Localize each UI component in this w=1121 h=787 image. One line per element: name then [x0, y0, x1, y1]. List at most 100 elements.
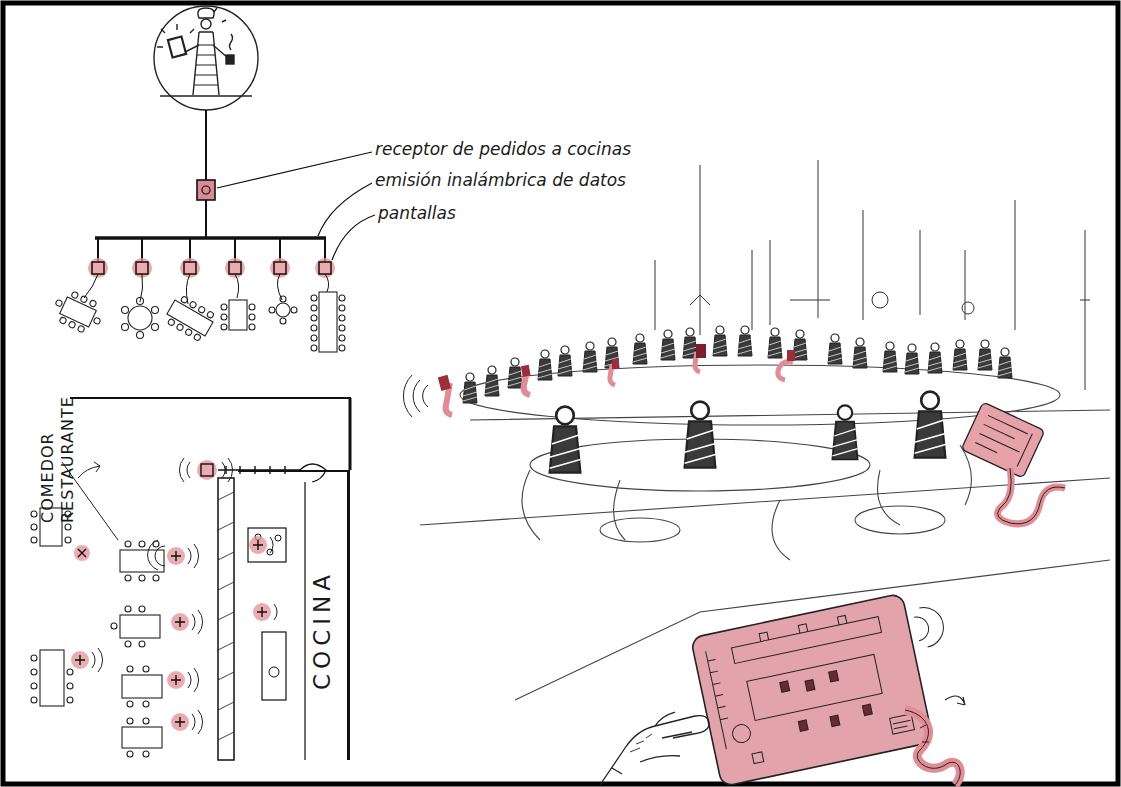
- table-symbol: [167, 300, 213, 336]
- frame-border: [3, 3, 1118, 784]
- dining-table: [122, 675, 162, 698]
- table-symbol: [152, 324, 159, 331]
- dining-table: [78, 462, 100, 478]
- diner-figure: [828, 334, 842, 364]
- tablet-device: [893, 720, 912, 729]
- chef-figure: [160, 95, 252, 96]
- pendant-lamp: [655, 160, 1085, 390]
- floor-plan-wall: [275, 535, 281, 541]
- table-symbol: [311, 315, 317, 321]
- table-symbol: [189, 301, 197, 309]
- floor-plan-wall: [300, 464, 326, 482]
- diner-figure: [661, 330, 675, 360]
- dining-table: [31, 669, 37, 675]
- table-symbol: [221, 314, 227, 320]
- table-symbol: [122, 307, 129, 314]
- callout-note: pantallas: [378, 203, 578, 223]
- receiver-box: [197, 180, 215, 200]
- dining-table: [143, 751, 149, 757]
- callout-note: emisión inalámbrica de datos: [375, 170, 695, 190]
- scene-screen: [610, 359, 619, 385]
- table-symbol: [60, 297, 97, 327]
- scene-screen: [778, 350, 795, 380]
- dining-table: [111, 623, 117, 629]
- table-symbol: [339, 315, 345, 321]
- dining-table: [127, 666, 133, 672]
- dining-table: [139, 641, 145, 647]
- dining-table: [855, 506, 945, 534]
- scene-screen: [787, 350, 795, 361]
- dining-table: [31, 524, 37, 530]
- network-tree: [95, 110, 326, 262]
- table-symbol: [339, 345, 345, 351]
- dining-table: [143, 701, 149, 707]
- diner-figure: [883, 342, 897, 372]
- dining-table: [31, 697, 37, 703]
- hand-sketch: [600, 712, 709, 785]
- wireless-wave: [92, 540, 165, 672]
- table-symbol: [193, 333, 201, 341]
- network-tree: [205, 110, 207, 180]
- scene-screen: [403, 375, 428, 417]
- table-symbol: [339, 325, 345, 331]
- tablet-device: [961, 402, 1045, 478]
- table-symbol: [291, 307, 297, 313]
- dining-table: [122, 727, 162, 748]
- leader-line: [217, 152, 372, 188]
- diner-figure: [768, 328, 782, 358]
- tablet-cable: [998, 468, 1065, 524]
- diner-figure: [953, 340, 967, 370]
- diner-figure: [508, 358, 522, 388]
- floor-plan-wall: [269, 667, 279, 677]
- chef-figure: [157, 8, 226, 47]
- pendant-lamp: [872, 292, 888, 308]
- tablet-cable: [945, 696, 965, 705]
- room-area: COCINA: [238, 470, 350, 760]
- diner-figure: [905, 344, 919, 374]
- diner-figure: [583, 342, 597, 372]
- dining-table: [143, 666, 149, 672]
- plan-screen-mark: [201, 464, 213, 476]
- table-symbol: [319, 292, 337, 352]
- table-symbol: [276, 303, 290, 317]
- table-symbol: [176, 323, 184, 331]
- table-symbol: [128, 306, 152, 330]
- table-symbol: [311, 325, 317, 331]
- chef-figure: [154, 6, 258, 110]
- table-symbol: [280, 296, 286, 302]
- tablet-device: [805, 680, 815, 691]
- scene-screen: [438, 375, 452, 415]
- screen-symbol: [92, 262, 104, 274]
- table-symbol: [137, 298, 144, 305]
- leader-line: [332, 215, 375, 260]
- table-symbol: [49, 286, 345, 352]
- wireless-wave: [188, 544, 203, 634]
- table-symbol: [77, 325, 85, 333]
- table-symbol: [269, 307, 275, 313]
- diner-figure: [633, 334, 647, 364]
- screen-symbol: [319, 262, 331, 274]
- floor-plan-wall: [70, 397, 351, 399]
- callout-note: receptor de pedidos a cocinas: [375, 139, 695, 159]
- tablet-device: [961, 402, 1045, 478]
- table-symbol: [339, 335, 345, 341]
- room-name: COCINA: [309, 570, 335, 690]
- chef-figure: [226, 55, 234, 64]
- plan-screen-mark: [75, 540, 267, 727]
- dining-table: [139, 541, 145, 547]
- dining-table: [143, 718, 149, 724]
- table-symbol: [311, 335, 317, 341]
- tablet-device: [747, 654, 882, 720]
- wireless-wave: [179, 458, 232, 482]
- chef-figure: [194, 45, 218, 85]
- tablet-cable: [998, 468, 1065, 524]
- dining-table: [127, 701, 133, 707]
- table-symbol: [122, 324, 129, 331]
- diner-figure: [463, 373, 477, 403]
- diner-figure: [685, 402, 716, 468]
- floor-plan-wall: [70, 398, 351, 760]
- floor-plan-wall: [218, 492, 234, 740]
- diner-figure: [485, 366, 499, 396]
- diner-figure: [538, 350, 552, 380]
- diner-figure: [713, 326, 727, 356]
